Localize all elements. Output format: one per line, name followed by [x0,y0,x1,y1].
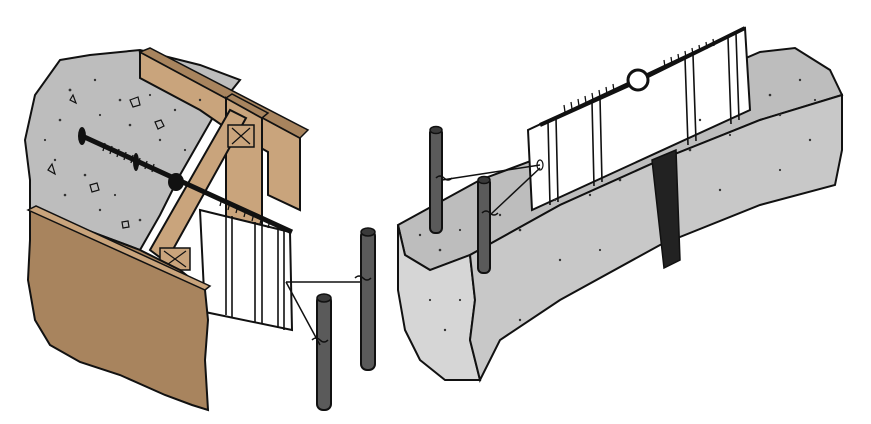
left-rib-3 [277,228,285,330]
formwork-back-plank [139,50,301,212]
left-rebar-collar-2 [133,153,139,171]
formwork-front-plank-top [26,205,212,291]
joint-gap-band [651,148,681,270]
left-rib-1 [225,215,233,317]
left-rebar-end [78,127,86,145]
right-concrete-side-face [468,93,843,383]
left-concrete-stones [47,93,165,229]
formwork-front-plank [26,208,210,412]
right-concrete-assembly [396,26,844,383]
left-concrete-speckle [43,78,202,222]
right-rebar-short [477,177,491,274]
tie-twist-2 [311,337,329,343]
middle-rebar-short [316,294,332,411]
left-formwork-assembly [23,47,310,412]
middle-rebar-group [285,227,376,411]
middle-rebar-tall [360,229,376,371]
tie-wire-left [285,281,360,346]
left-rebar-collar [168,173,184,191]
left-rebar-teeth [102,142,271,229]
tie-twist-4 [481,210,499,216]
block-top-cross [231,127,251,145]
right-concrete-speckle [418,78,817,332]
tie-twist-3 [435,175,453,181]
right-waterstop-ribs [547,33,740,206]
formwork-brace-face [224,93,270,119]
tie-wire-right [441,164,541,216]
waterstop-center-bulb [626,68,650,92]
left-rib-2 [254,222,263,324]
left-waterstop-panel [198,208,294,332]
right-rebar-tall [429,127,443,234]
tie-twist-1 [354,275,372,281]
right-waterstop-teeth [563,38,715,113]
